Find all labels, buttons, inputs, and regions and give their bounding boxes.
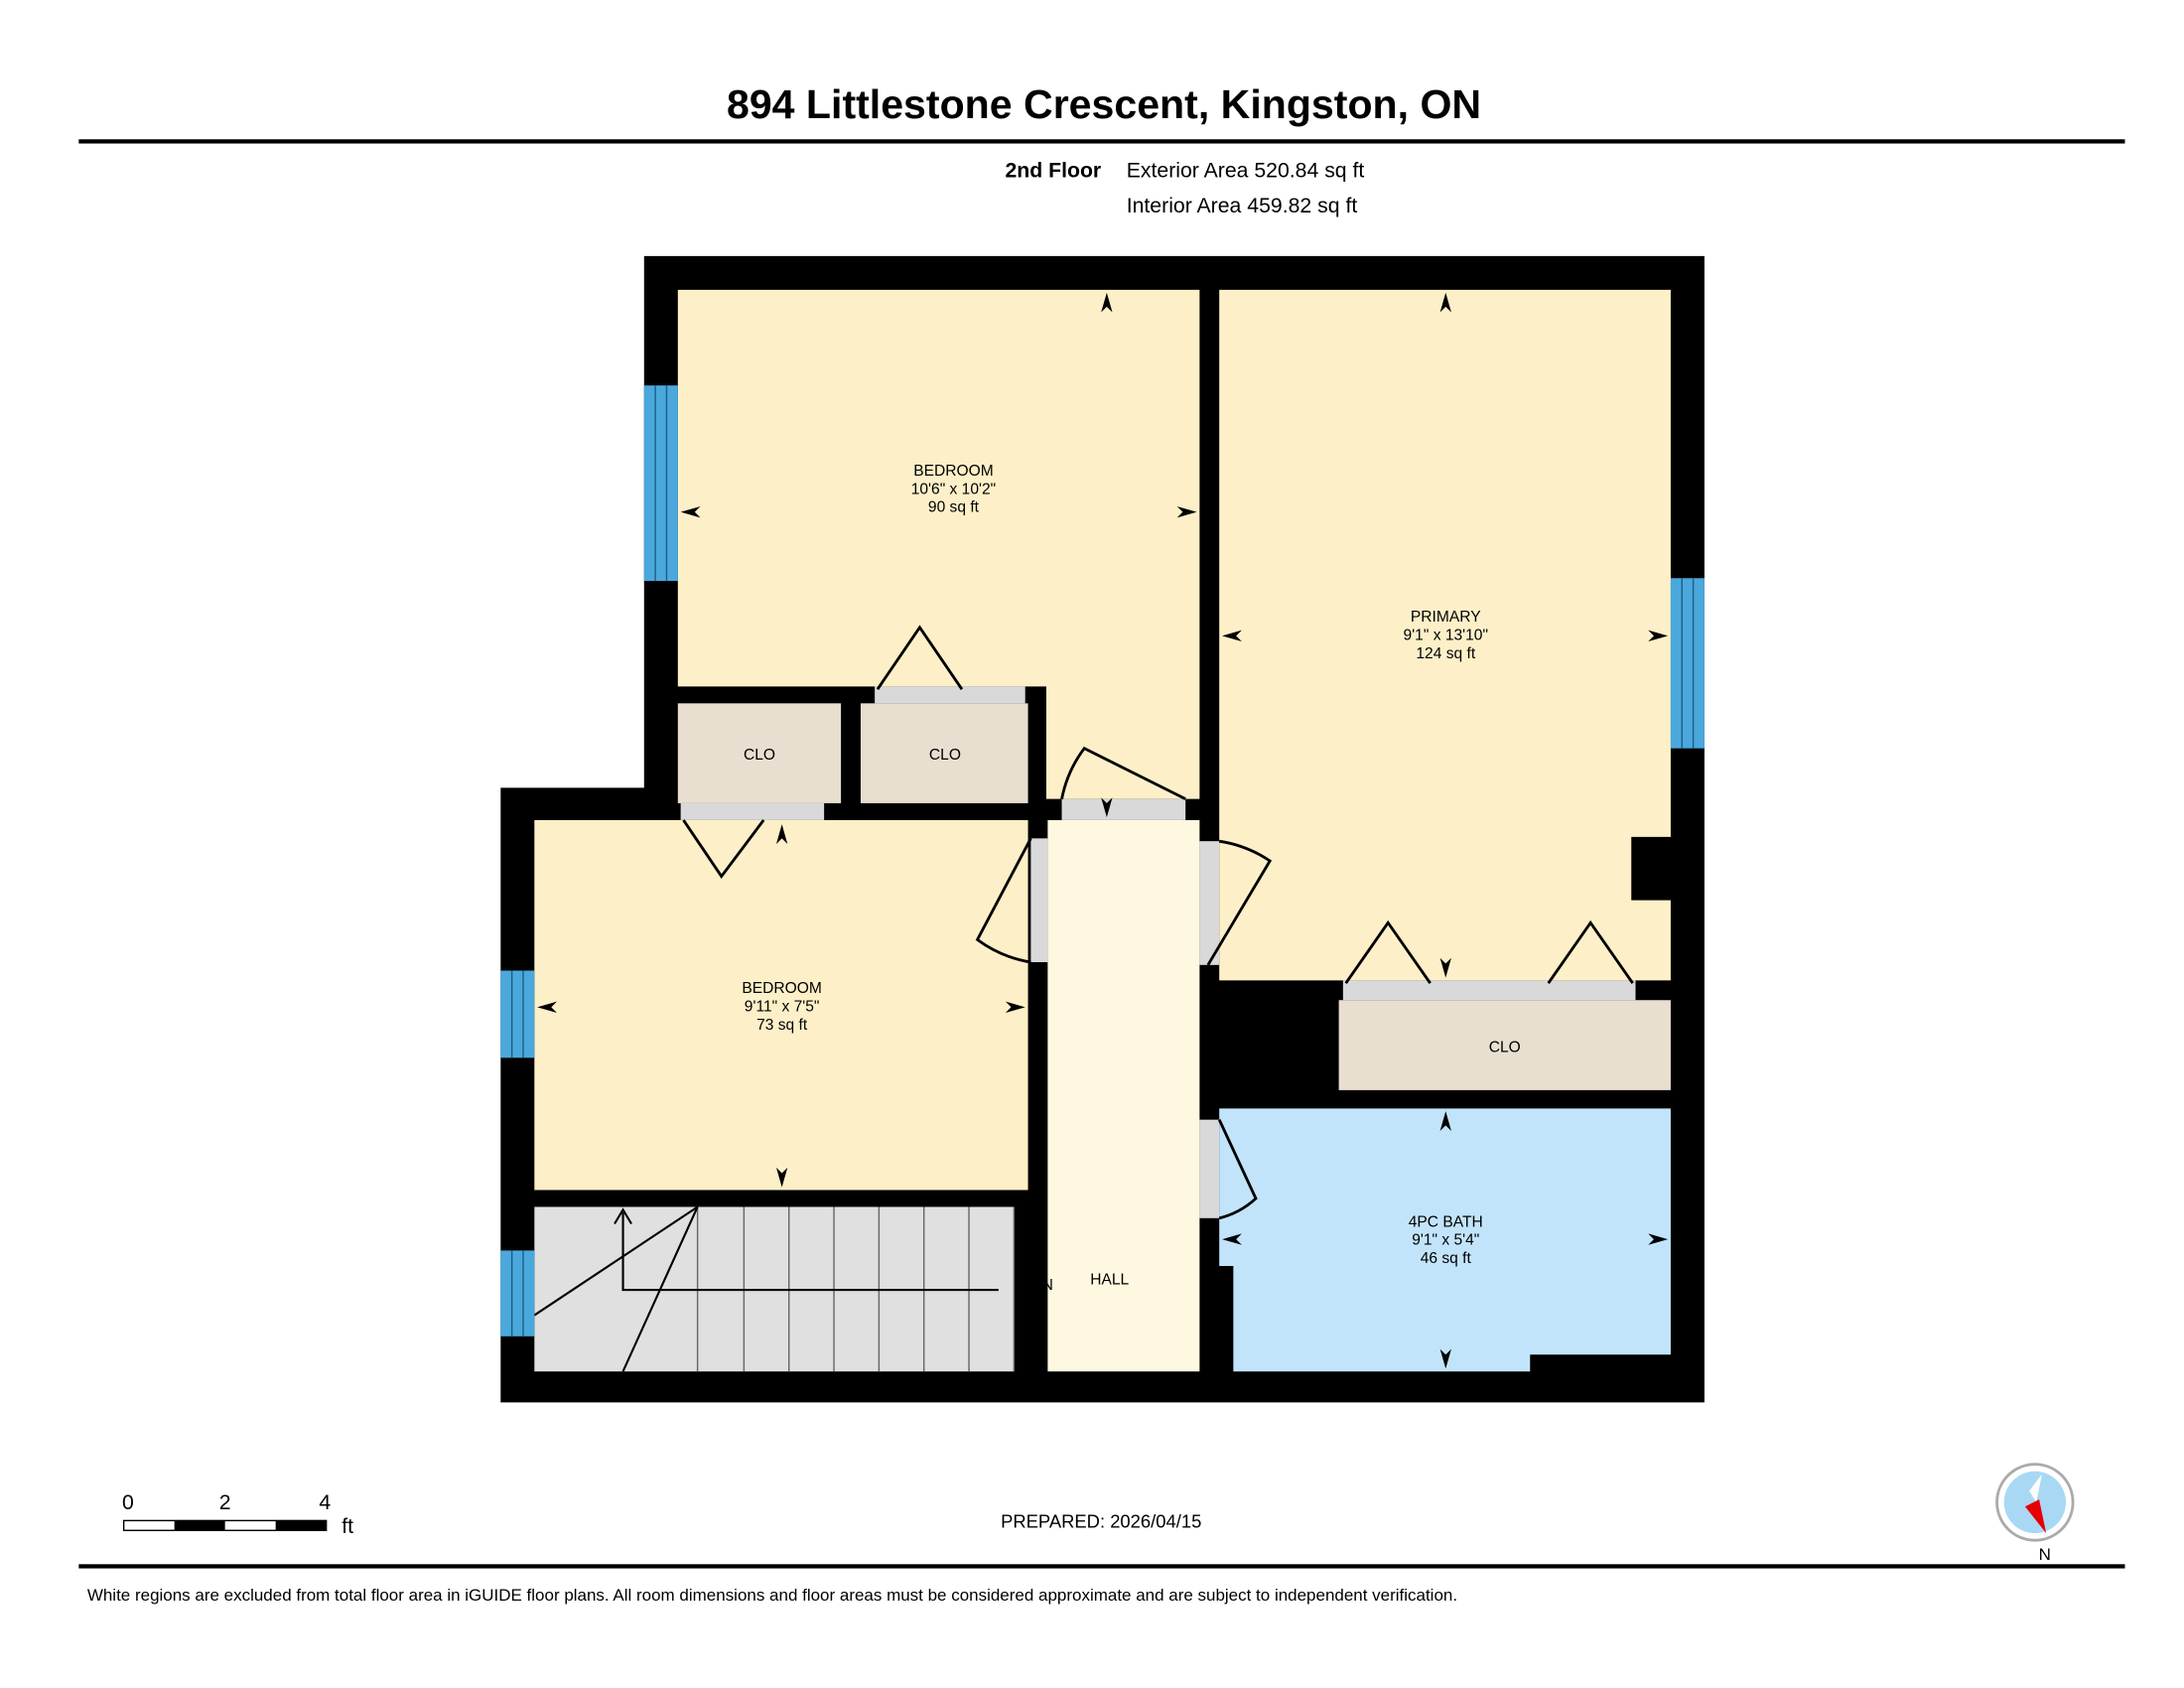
- window-bedroom-2: [500, 970, 535, 1058]
- room-closet-3: [1338, 1000, 1671, 1090]
- floor-label: 2nd Floor: [1005, 159, 1101, 183]
- svg-text:ft: ft: [341, 1514, 353, 1538]
- primary-dims: 9'1" x 13'10": [1404, 628, 1488, 644]
- arrow-up-icon: [1439, 292, 1451, 313]
- arrow-right-icon: [1005, 1001, 1025, 1013]
- stairs-down-label: DN: [1030, 1277, 1053, 1294]
- exterior-area: Exterior Area 520.84 sq ft: [1127, 159, 1365, 183]
- room-closet-2: [860, 703, 1028, 803]
- arrow-down-icon: [1439, 957, 1451, 978]
- bedroom-1-dims: 10'6" x 10'2": [911, 481, 996, 497]
- window-bedroom-1: [643, 385, 678, 582]
- windows: [500, 385, 1705, 1336]
- floor-plan: BEDROOM 10'6" x 10'2" 90 sq ft PRIMARY 9…: [500, 255, 1705, 1403]
- svg-text:2: 2: [219, 1490, 231, 1514]
- arrow-up-icon: [1439, 1111, 1451, 1131]
- bath-name: 4PC BATH: [1409, 1213, 1483, 1230]
- compass-icon: N: [1995, 1463, 2075, 1564]
- closet-3-name: CLO: [1489, 1040, 1521, 1056]
- arrow-right-icon: [1176, 506, 1197, 518]
- room-bedroom-2: [534, 819, 1028, 1191]
- arrow-left-icon: [1222, 630, 1242, 642]
- arrow-down-icon: [1439, 1348, 1451, 1369]
- arrow-down-icon: [1101, 797, 1113, 818]
- bath-area: 46 sq ft: [1421, 1250, 1472, 1267]
- primary-name: PRIMARY: [1411, 609, 1481, 626]
- bedroom-2-name: BEDROOM: [742, 980, 822, 997]
- primary-area: 124 sq ft: [1416, 645, 1475, 662]
- footer-divider: [78, 1564, 2125, 1569]
- hall-name: HALL: [1090, 1271, 1129, 1288]
- arrow-left-icon: [680, 506, 701, 518]
- arrow-left-icon: [1222, 1233, 1242, 1245]
- arrow-right-icon: [1648, 1233, 1669, 1245]
- closet-1-name: CLO: [744, 747, 775, 764]
- scale-bar: 0 2 4 ft: [122, 1490, 353, 1538]
- window-primary: [1670, 578, 1705, 749]
- dimension-arrows: [537, 292, 1669, 1369]
- disclaimer: White regions are excluded from total fl…: [87, 1586, 1457, 1605]
- room-bath: [1219, 1108, 1671, 1372]
- arrow-left-icon: [537, 1001, 557, 1013]
- stairs: [533, 1205, 1016, 1372]
- prepared-date: PREPARED: 2026/04/15: [1001, 1510, 1201, 1531]
- bath-dims: 9'1" x 5'4": [1412, 1232, 1479, 1249]
- bedroom-1-name: BEDROOM: [913, 463, 994, 480]
- bedroom-1-area: 90 sq ft: [928, 499, 980, 516]
- bedroom-2-area: 73 sq ft: [756, 1017, 808, 1034]
- header-divider: [78, 139, 2125, 144]
- svg-text:N: N: [2039, 1545, 2051, 1564]
- room-labels: BEDROOM 10'6" x 10'2" 90 sq ft PRIMARY 9…: [742, 463, 1520, 1294]
- bedroom-2-dims: 9'11" x 7'5": [745, 999, 820, 1016]
- svg-text:4: 4: [319, 1490, 331, 1514]
- room-primary: [1219, 289, 1671, 981]
- room-closet-1: [677, 703, 842, 803]
- arrow-up-icon: [1101, 292, 1113, 313]
- room-bedroom-1: [677, 289, 1200, 799]
- page-title: 894 Littlestone Crescent, Kingston, ON: [727, 81, 1481, 127]
- doors: [680, 625, 1636, 1220]
- room-hall: [1047, 819, 1200, 1372]
- arrow-right-icon: [1648, 630, 1669, 642]
- svg-text:0: 0: [122, 1490, 134, 1514]
- arrow-up-icon: [775, 824, 788, 844]
- interior-area: Interior Area 459.82 sq ft: [1127, 194, 1358, 217]
- arrow-down-icon: [775, 1167, 788, 1188]
- closet-2-name: CLO: [929, 747, 961, 764]
- window-stairs: [500, 1250, 535, 1336]
